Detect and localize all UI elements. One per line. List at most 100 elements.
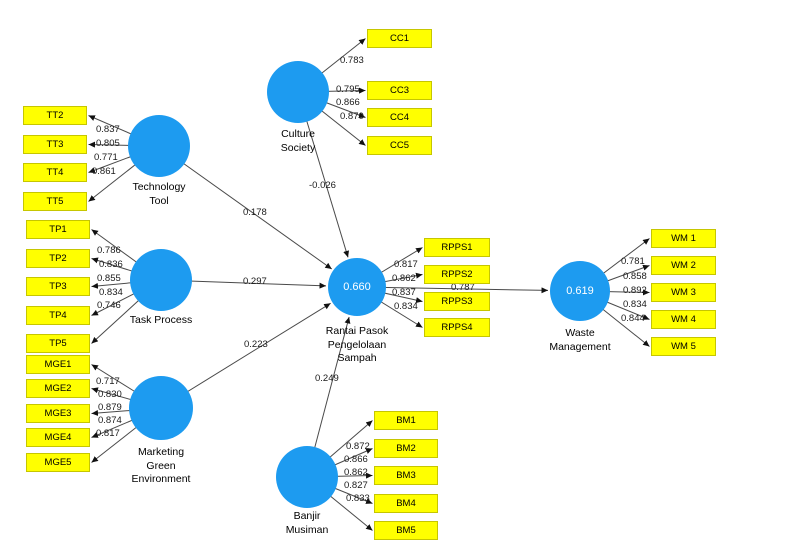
- construct-label-line: Culture: [281, 128, 315, 140]
- loading-TT5: 0.861: [92, 166, 116, 177]
- loading-TP5: 0.746: [97, 300, 121, 311]
- loading-RPPS4: 0.834: [394, 301, 418, 312]
- indicator-MGE5[interactable]: MGE5: [26, 453, 90, 472]
- path-coef-rantai-pasok-to-waste-management: 0.787: [451, 282, 475, 293]
- construct-label-line: Musiman: [285, 523, 329, 536]
- indicator-TP3[interactable]: TP3: [26, 277, 90, 296]
- loading-CC1: 0.783: [340, 55, 364, 66]
- loading-TT2: 0.837: [96, 124, 120, 135]
- loading-WM1: 0.781: [621, 256, 645, 267]
- loading-TP3: 0.855: [97, 273, 121, 284]
- loading-TP1: 0.786: [97, 245, 121, 256]
- construct-label-line: Management: [549, 340, 611, 353]
- loading-CC4: 0.866: [336, 97, 360, 108]
- path-coef-banjir-musiman-to-rantai-pasok: 0.249: [315, 373, 339, 384]
- path-coef-technology-tool-to-rantai-pasok: 0.178: [243, 207, 267, 218]
- indicator-BM4[interactable]: BM4: [374, 494, 438, 513]
- loading-TT3: 0.805: [96, 138, 120, 149]
- indicator-RPPS2[interactable]: RPPS2: [424, 265, 490, 284]
- loading-CC5: 0.870: [340, 111, 364, 122]
- loading-MGE4: 0.874: [98, 415, 122, 426]
- construct-marketing-green-environment[interactable]: [129, 376, 193, 440]
- indicator-RPPS3[interactable]: RPPS3: [424, 292, 490, 311]
- loading-MGE2: 0.830: [98, 389, 122, 400]
- indicator-RPPS1[interactable]: RPPS1: [424, 238, 490, 257]
- loading-MGE3: 0.879: [98, 402, 122, 413]
- indicator-WM2[interactable]: WM 2: [651, 256, 716, 275]
- loading-WM5: 0.844: [621, 313, 645, 324]
- loading-MGE1: 0.717: [96, 376, 120, 387]
- construct-rantai-pasok[interactable]: 0.660: [328, 258, 386, 316]
- loading-BM4: 0.827: [344, 480, 368, 491]
- indicator-TP1[interactable]: TP1: [26, 220, 90, 239]
- indicator-BM5[interactable]: BM5: [374, 521, 438, 540]
- indicator-CC5[interactable]: CC5: [367, 136, 432, 155]
- loading-RPPS1: 0.817: [394, 259, 418, 270]
- indicator-BM2[interactable]: BM2: [374, 439, 438, 458]
- indicator-TT2[interactable]: TT2: [23, 106, 87, 125]
- indicator-TP4[interactable]: TP4: [26, 306, 90, 325]
- indicator-MGE1[interactable]: MGE1: [26, 355, 90, 374]
- loading-BM3: 0.862: [344, 467, 368, 478]
- construct-waste-management[interactable]: 0.619: [550, 261, 610, 321]
- construct-label-line: Green: [146, 459, 176, 472]
- construct-label-line: Task Process: [129, 314, 193, 326]
- indicator-TP5[interactable]: TP5: [26, 334, 90, 353]
- loading-CC3: 0.795: [336, 84, 360, 95]
- indicator-CC4[interactable]: CC4: [367, 108, 432, 127]
- construct-label-line: Marketing: [137, 446, 185, 458]
- loading-BM5: 0.833: [346, 493, 370, 504]
- construct-culture-society[interactable]: [267, 61, 329, 123]
- construct-banjir-musiman[interactable]: [276, 446, 338, 508]
- construct-label-line: Environment: [131, 473, 191, 485]
- construct-label-task-process: Task Process: [86, 314, 236, 328]
- indicator-BM1[interactable]: BM1: [374, 411, 438, 430]
- path-coef-culture-society-to-rantai-pasok: -0.026: [309, 180, 336, 191]
- path-coef-marketing-green-environment-to-rantai-pasok: 0.223: [244, 339, 268, 350]
- indicator-TT5[interactable]: TT5: [23, 192, 87, 211]
- r2-value-rantai-pasok: 0.660: [343, 281, 371, 293]
- loading-BM2: 0.866: [344, 454, 368, 465]
- construct-label-line: Banjir: [293, 510, 321, 522]
- loading-WM4: 0.834: [623, 299, 647, 310]
- indicator-MGE4[interactable]: MGE4: [26, 428, 90, 447]
- indicator-BM3[interactable]: BM3: [374, 466, 438, 485]
- loading-WM3: 0.892: [623, 285, 647, 296]
- loading-RPPS3: 0.837: [392, 287, 416, 298]
- path-arrow: [356, 286, 549, 294]
- loading-RPPS2: 0.862: [392, 273, 416, 284]
- construct-task-process[interactable]: [130, 249, 192, 311]
- indicator-MGE2[interactable]: MGE2: [26, 379, 90, 398]
- indicator-TP2[interactable]: TP2: [26, 249, 90, 268]
- path-arrow: [158, 145, 333, 270]
- indicator-MGE3[interactable]: MGE3: [26, 404, 90, 423]
- indicator-WM5[interactable]: WM 5: [651, 337, 716, 356]
- loading-TT4: 0.771: [94, 152, 118, 163]
- r2-value-waste-management: 0.619: [566, 285, 594, 297]
- indicator-WM4[interactable]: WM 4: [651, 310, 716, 329]
- construct-label-line: Rantai Pasok: [325, 325, 389, 337]
- path-coef-task-process-to-rantai-pasok: 0.297: [243, 276, 267, 287]
- path-arrow: [160, 302, 331, 409]
- indicator-WM3[interactable]: WM 3: [651, 283, 716, 302]
- construct-label-line: Waste: [565, 327, 595, 339]
- construct-label-line: Sampah: [337, 352, 377, 364]
- loading-WM2: 0.858: [623, 271, 647, 282]
- indicator-RPPS4[interactable]: RPPS4: [424, 318, 490, 337]
- indicator-TT4[interactable]: TT4: [23, 163, 87, 182]
- construct-label-line: Pengelolaan: [327, 338, 387, 351]
- construct-technology-tool[interactable]: [128, 115, 190, 177]
- loading-BM1: 0.872: [346, 441, 370, 452]
- indicator-CC3[interactable]: CC3: [367, 81, 432, 100]
- construct-label-line: Society: [280, 141, 316, 154]
- indicator-WM1[interactable]: WM 1: [651, 229, 716, 248]
- construct-label-line: Tool: [149, 194, 169, 207]
- indicator-CC1[interactable]: CC1: [367, 29, 432, 48]
- loading-TP4: 0.834: [99, 287, 123, 298]
- indicator-TT3[interactable]: TT3: [23, 135, 87, 154]
